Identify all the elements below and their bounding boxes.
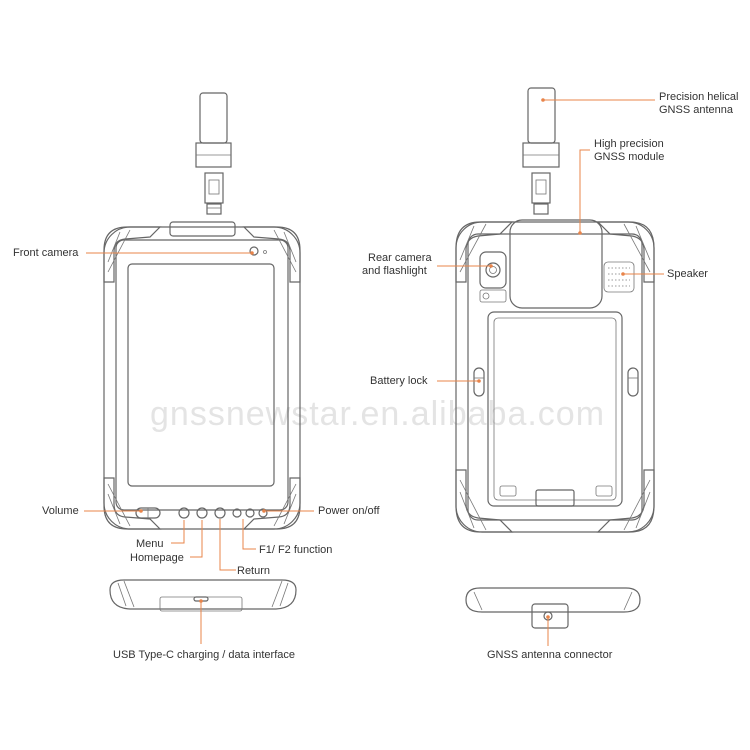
- front-buttons: [135, 507, 268, 519]
- rear-camera-icon: [485, 262, 501, 278]
- f2-button: [245, 508, 255, 518]
- label-menu: Menu: [136, 538, 164, 550]
- label-homepage: Homepage: [130, 552, 184, 564]
- menu-button: [178, 507, 190, 519]
- front-bottom-view: [109, 579, 297, 612]
- return-button: [214, 507, 226, 519]
- label-return: Return: [237, 565, 270, 577]
- power-button: [258, 508, 268, 518]
- label-front-camera: Front camera: [13, 247, 79, 259]
- speaker-grille: [603, 261, 635, 293]
- label-f1-f2-function: F1/ F2 function: [259, 544, 332, 556]
- label-gnss-module-2: GNSS module: [594, 151, 664, 163]
- label-rear-camera-1: Rear camera: [368, 252, 432, 264]
- front-antenna: [195, 92, 232, 215]
- battery-lock-left: [473, 367, 485, 397]
- home-button: [196, 507, 208, 519]
- front-bumpers: [103, 226, 301, 530]
- battery-lock-right: [627, 367, 639, 397]
- front-camera-icon: [249, 246, 259, 256]
- back-bottom-view: [465, 587, 641, 629]
- label-gnss-module-1: High precision: [594, 138, 664, 150]
- label-helical-antenna-2: GNSS antenna: [659, 104, 734, 116]
- flashlight: [479, 289, 507, 303]
- gnss-module: [509, 219, 603, 309]
- back-body: [455, 221, 655, 533]
- back-bumpers: [455, 221, 655, 533]
- label-antenna-connector: GNSS antenna connector: [487, 649, 613, 661]
- f1-button: [232, 508, 242, 518]
- front-screen: [127, 263, 275, 487]
- label-usb-interface: USB Type-C charging / data interface: [113, 649, 295, 661]
- watermark: gnssnewstar.en.alibaba.com: [150, 395, 605, 433]
- front-view: Front camera Volume Menu Homepage Return…: [13, 92, 381, 661]
- label-speaker: Speaker: [667, 268, 708, 280]
- label-rear-camera-2: and flashlight: [362, 265, 427, 277]
- front-body: [103, 226, 301, 530]
- label-power: Power on/off: [318, 505, 381, 517]
- antenna-connector: [531, 603, 569, 629]
- back-antenna: [522, 87, 560, 215]
- label-battery-lock: Battery lock: [370, 375, 428, 387]
- back-view: Precision helical GNSS antenna High prec…: [362, 87, 738, 661]
- label-helical-antenna-1: Precision helical: [659, 91, 738, 103]
- rear-camera: [479, 251, 507, 289]
- label-volume: Volume: [42, 505, 79, 517]
